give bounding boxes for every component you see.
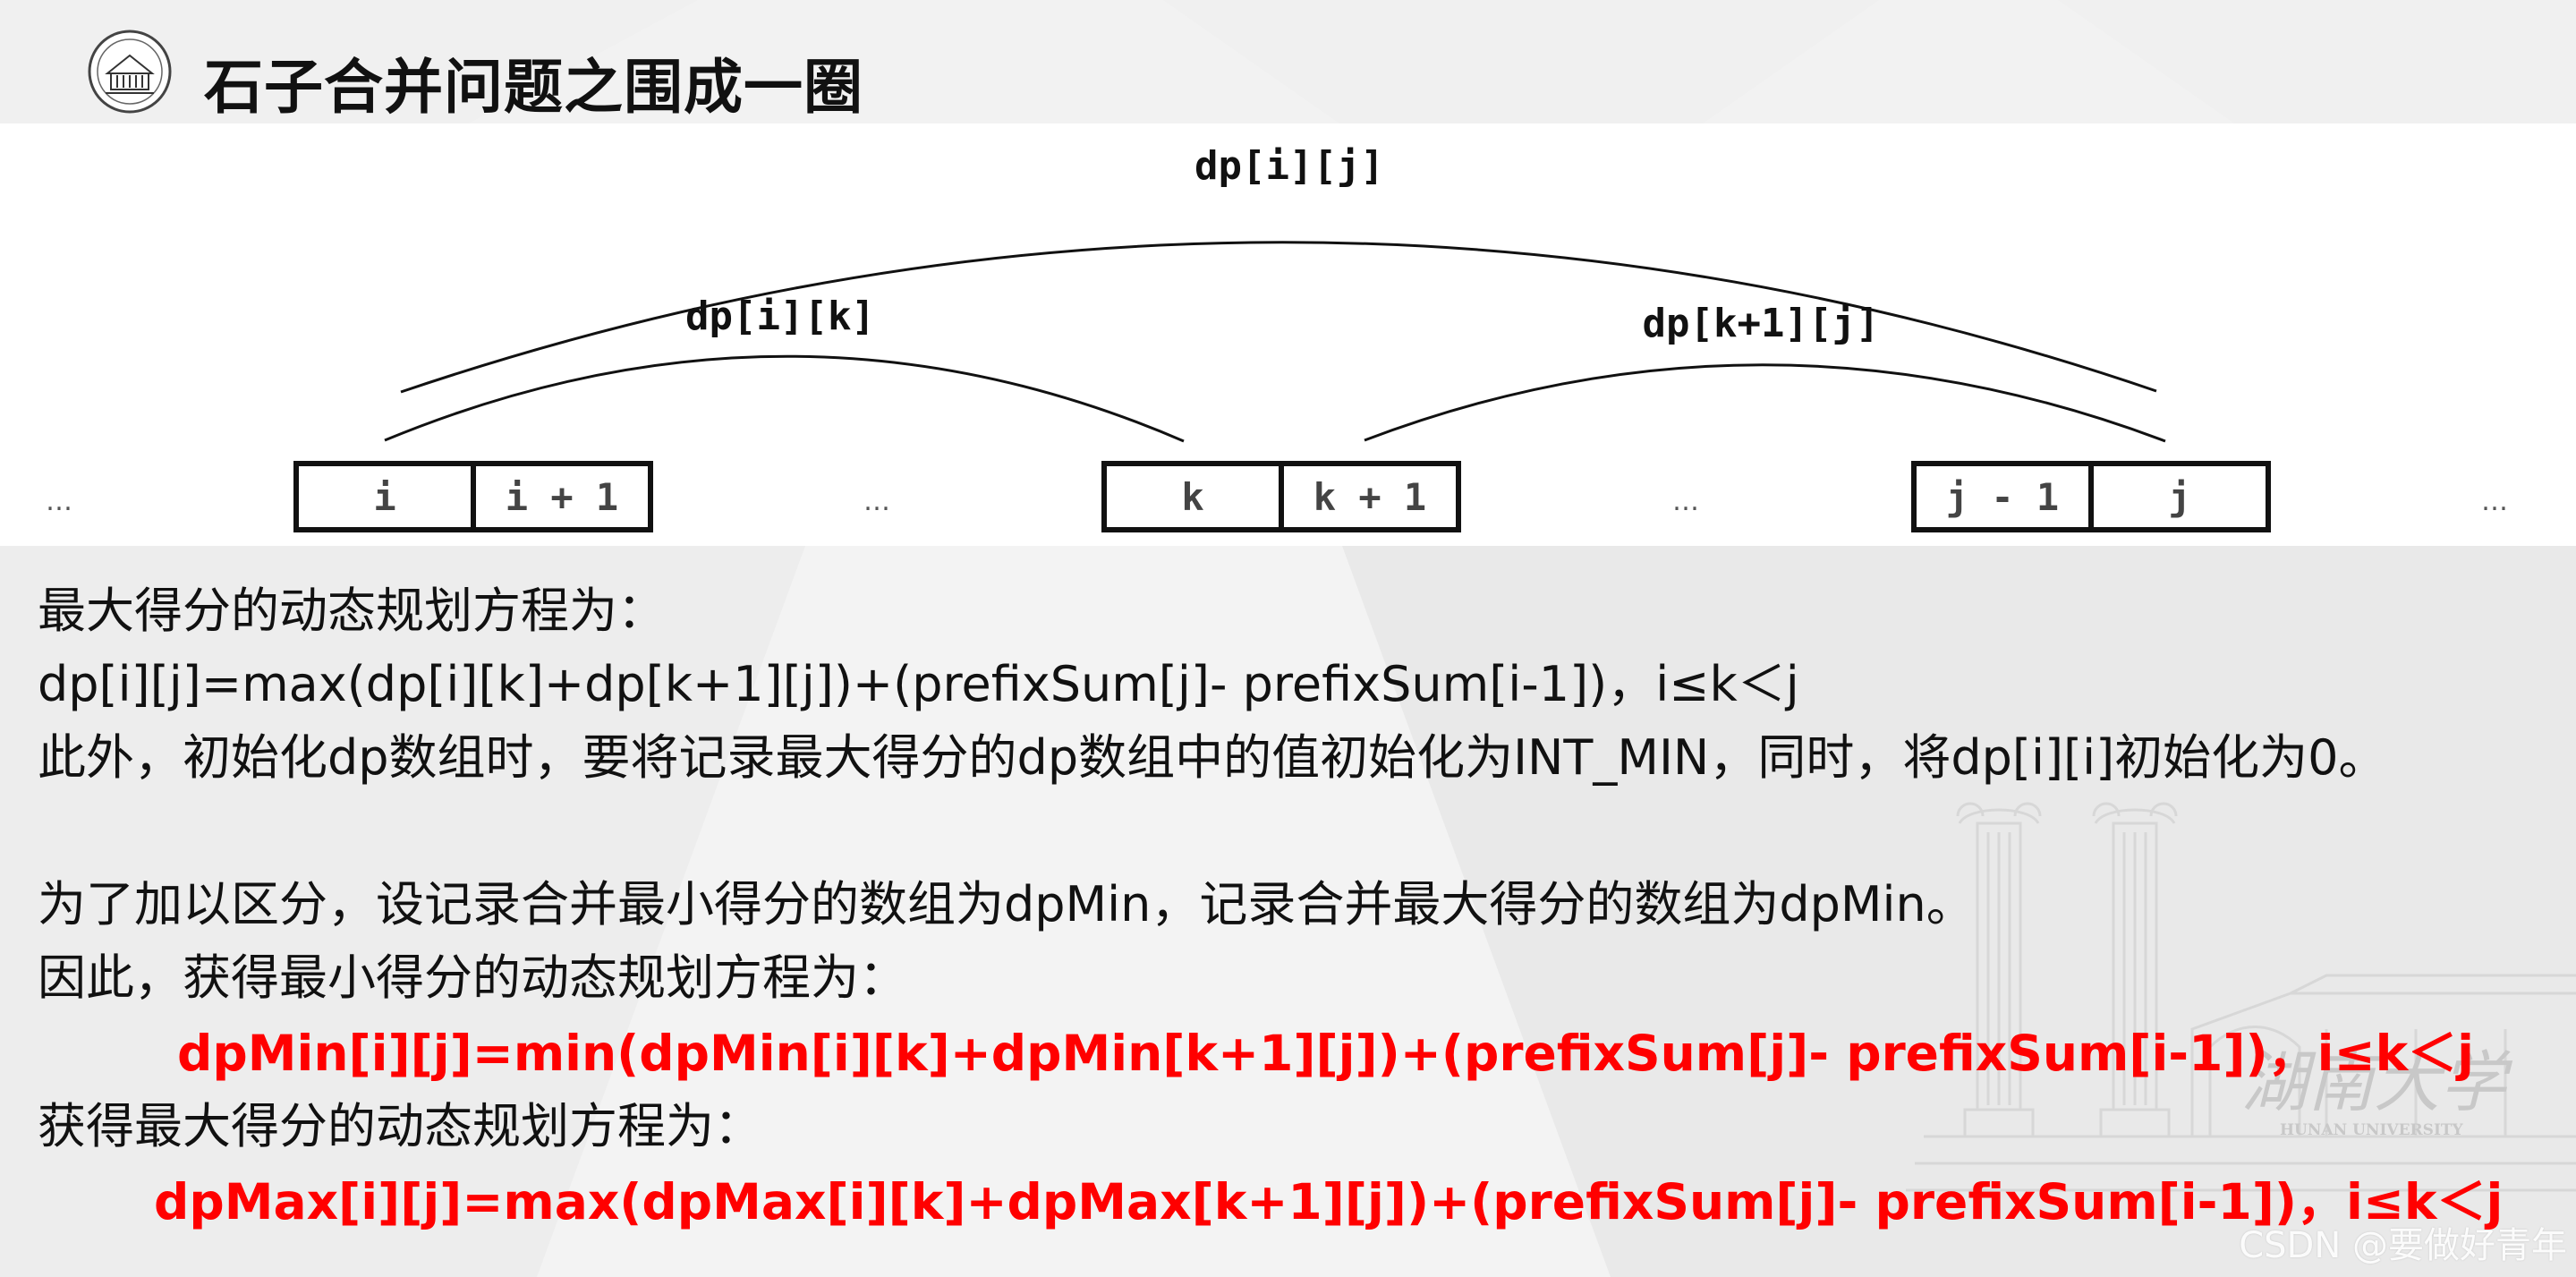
right-arc [1364, 363, 2166, 443]
left-arc [384, 354, 1185, 443]
text-line-5: 因此，获得最小得分的动态规划方程为： [38, 949, 907, 1006]
ellipsis-mid-2: … [1672, 486, 1699, 517]
arc-label-right: dp[k+1][j] [1643, 301, 1880, 346]
text-line-7: 获得最大得分的动态规划方程为： [38, 1098, 762, 1154]
page-title: 石子合并问题之围成一圈 [204, 53, 863, 122]
formula-max: dpMax[i][j]=max(dpMax[i][k]+dpMax[k+1][j… [154, 1173, 2504, 1230]
cell-i: i [373, 475, 395, 519]
ellipsis-mid-1: … [863, 486, 890, 517]
text-line-1: 最大得分的动态规划方程为： [38, 583, 666, 639]
university-calligraphy: 湖南大学 [2241, 1044, 2513, 1121]
campus-illustration [1906, 802, 2576, 1192]
formula-min: dpMin[i][j]=min(dpMin[i][k]+dpMin[k+1][j… [177, 1025, 2475, 1082]
cell-i-plus-1: i + 1 [506, 475, 618, 519]
text-line-4: 为了加以区分，设记录合并最小得分的数组为dpMin，记录合并最大得分的数组为dp… [38, 876, 1975, 932]
csdn-watermark: CSDN @要做好青年 [2239, 1225, 2567, 1266]
cell-j-minus-1: j - 1 [1946, 475, 2059, 519]
cell-k-plus-1: k + 1 [1314, 475, 1426, 519]
interval-diagram: dp[i][j] dp[i][k] dp[k+1][j] i i + 1 k k… [46, 143, 2508, 532]
outer-arc [400, 241, 2157, 394]
university-name-en: HUNAN UNIVERSITY [2280, 1121, 2464, 1139]
ellipsis-left: … [46, 486, 72, 517]
arc-label-outer: dp[i][j] [1194, 143, 1384, 189]
arc-label-left: dp[i][k] [685, 294, 875, 339]
text-line-3: 此外，初始化dp数组时，要将记录最大得分的dp数组中的值初始化为INT_MIN，… [38, 729, 2387, 786]
cell-j: j [2168, 475, 2190, 519]
cell-k: k [1181, 475, 1203, 519]
university-seal-icon [88, 30, 172, 114]
ellipsis-right: … [2481, 486, 2508, 517]
formula-max-plain: dp[i][j]=max(dp[i][k]+dp[k+1][j])+(prefi… [38, 656, 1799, 712]
